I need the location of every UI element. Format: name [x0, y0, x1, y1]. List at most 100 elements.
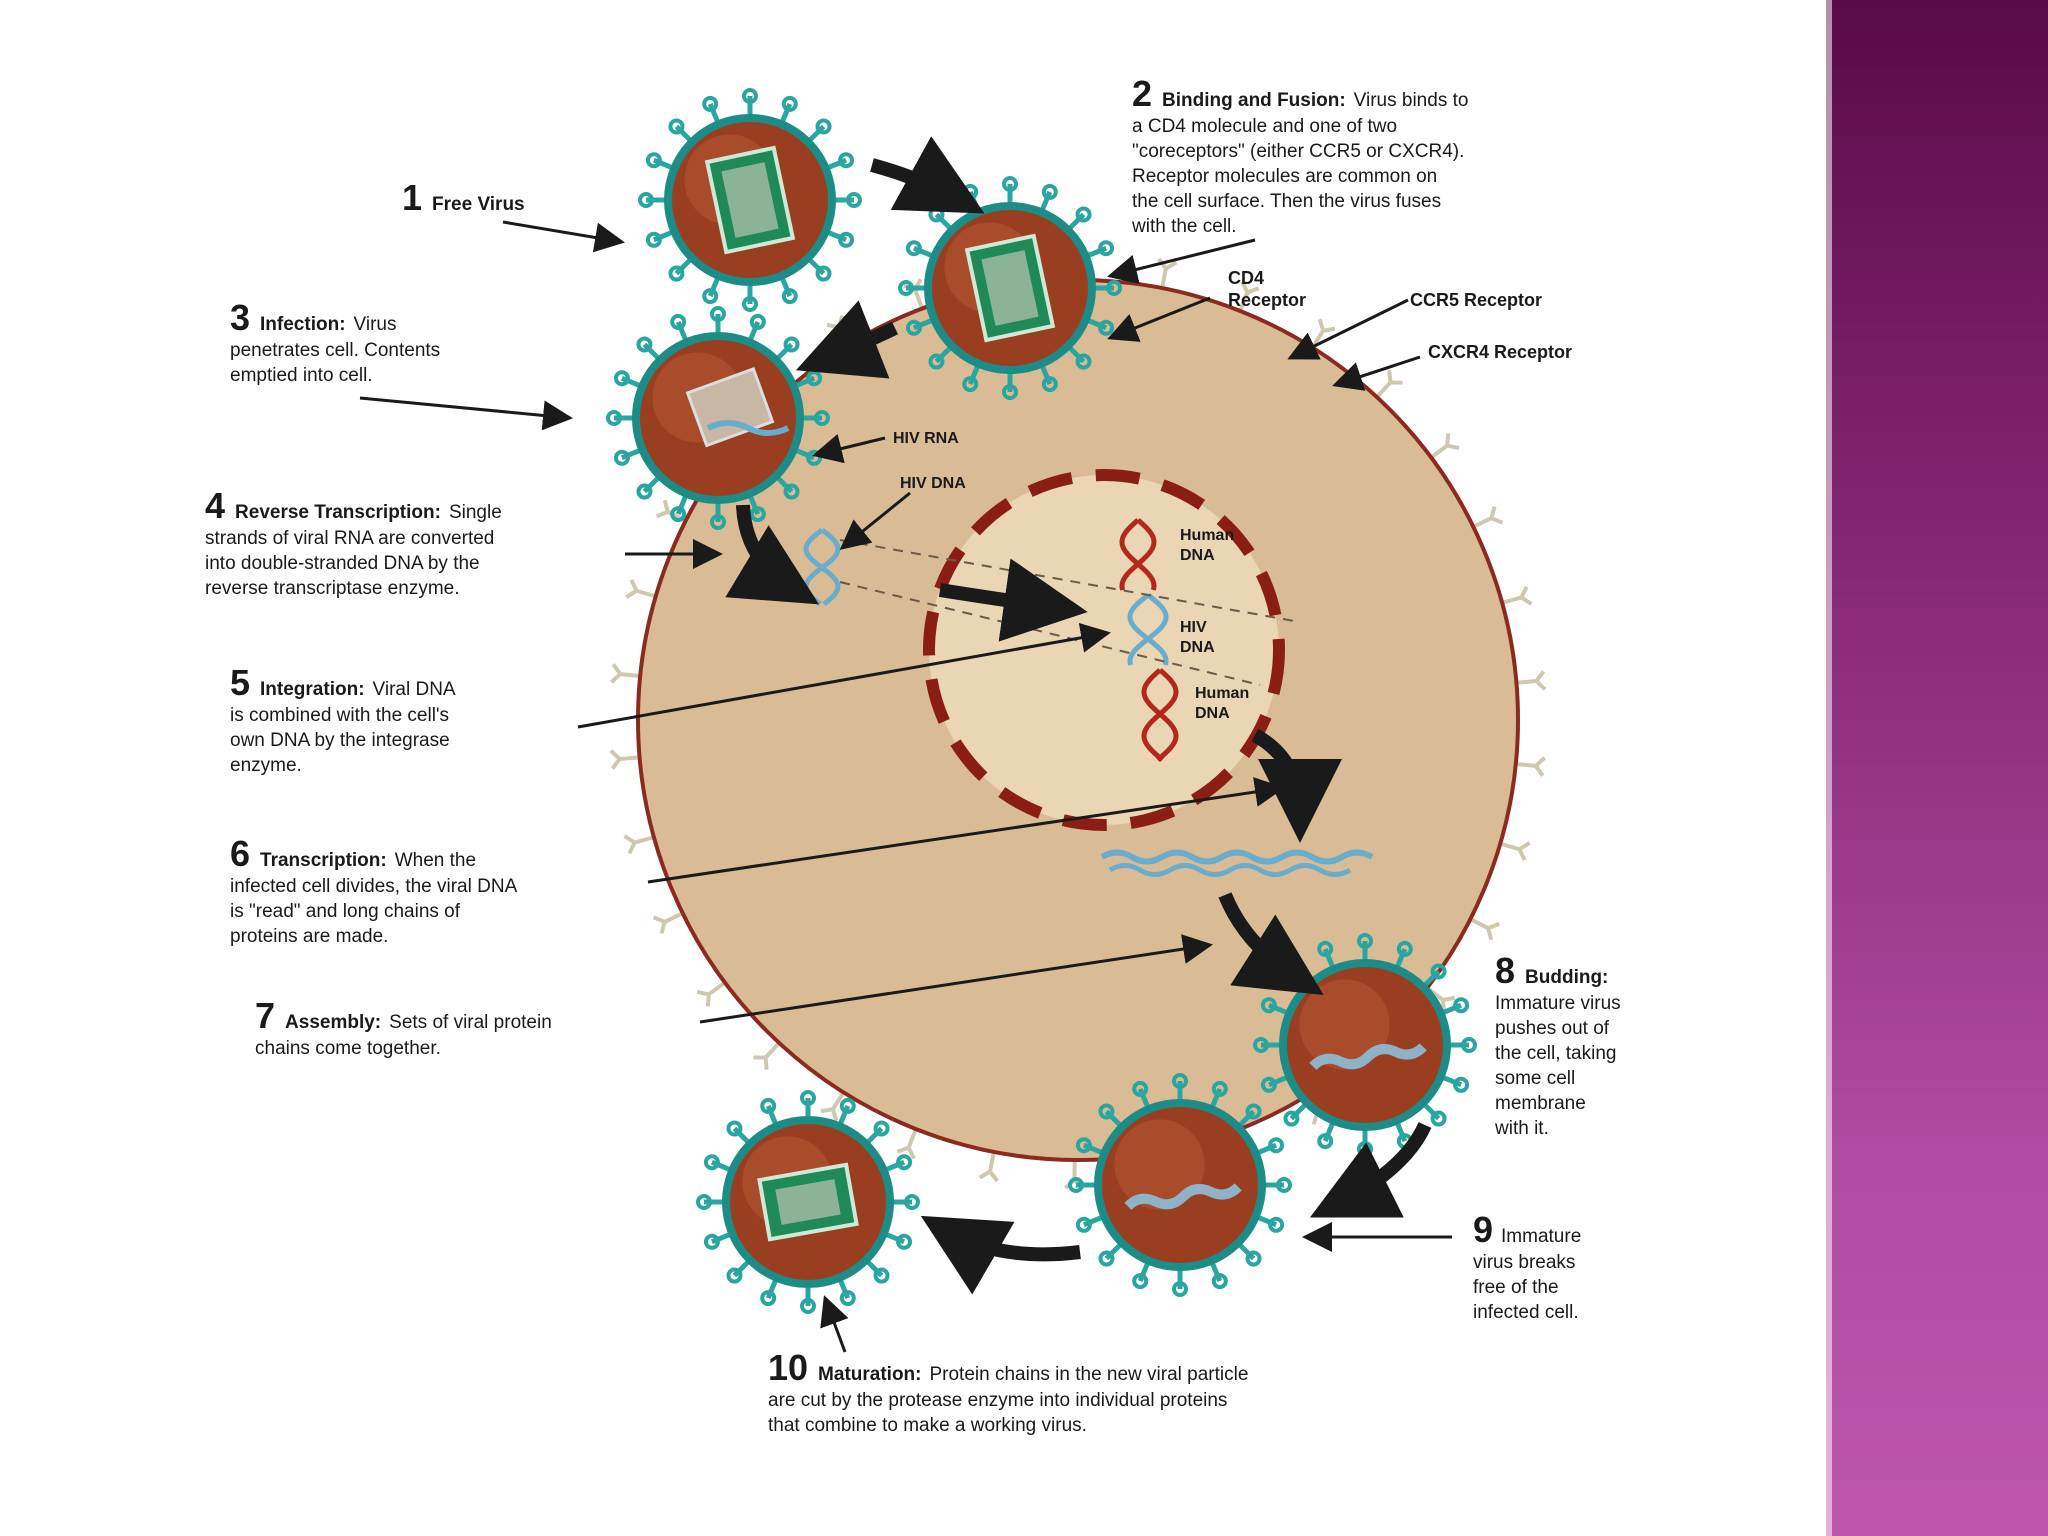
mrna-transcript-2	[1108, 863, 1352, 877]
step-5-heading: 5 Integration: Viral DNA	[230, 662, 456, 703]
binding-virus-2	[898, 176, 1122, 400]
virus-particles	[606, 88, 1477, 1314]
receptor-icon	[1426, 433, 1460, 462]
step-9-line: infected cell.	[1473, 1302, 1579, 1323]
mrna-transcript	[1100, 849, 1374, 865]
pointer-hiv-rna	[812, 434, 886, 464]
step-title: Maturation:	[818, 1364, 921, 1385]
step-text-first: When the	[395, 850, 476, 871]
budding-virus-8	[1253, 933, 1477, 1157]
step-text-first: Viral DNA	[373, 679, 456, 700]
step-number: 1	[402, 177, 422, 218]
step-10-line: that combine to make a working virus.	[768, 1415, 1087, 1436]
receptor-icon	[753, 1038, 784, 1070]
step-8-line: some cell	[1495, 1068, 1575, 1089]
step-3-line: penetrates cell. Contents	[230, 340, 440, 361]
hiv-dna-label-mid-1: HIV	[1180, 619, 1207, 636]
step-text-first: Virus binds to	[1354, 90, 1469, 111]
infecting-virus-3	[606, 306, 830, 530]
decorative-side-bar	[1826, 0, 2048, 1536]
guide-line-upper	[839, 539, 1301, 623]
step-9-heading: 9 Immature	[1473, 1209, 1581, 1250]
step-4-reverse-transcription: 4 Reverse Transcription: Single strands of …	[205, 485, 502, 599]
step-number: 3	[230, 297, 250, 338]
step-10-maturation: 10 Maturation: Protein chains in the new v…	[768, 1347, 1248, 1436]
cycle-arrows	[725, 136, 1432, 1295]
side-bar-edge	[1826, 0, 1832, 1536]
pointer-hiv-dna	[839, 491, 911, 550]
step-number: 4	[205, 485, 225, 526]
step-10-line: are cut by the protease enzyme into indi…	[768, 1390, 1227, 1411]
structure-labels: CD4 Receptor CCR5 Receptor CXCR4 Recepto…	[893, 268, 1572, 722]
step-title: Reverse Transcription:	[235, 502, 441, 523]
step-2-binding-fusion: 2 Binding and Fusion: Virus binds to a CD4 …	[1131, 73, 1468, 237]
arrow-3-to-4	[725, 504, 820, 605]
step-text-first: Sets of viral protein	[389, 1012, 552, 1033]
human-dna-helix-top	[1119, 518, 1157, 591]
step-number: 7	[255, 995, 275, 1036]
human-dna-label-bottom-2: DNA	[1195, 705, 1230, 722]
step-text-first: Protein chains in the new viral particle	[929, 1364, 1248, 1385]
human-dna-helix-bottom	[1141, 668, 1179, 762]
step-8-line: with it.	[1494, 1118, 1549, 1139]
immature-virus-9	[1068, 1073, 1292, 1297]
step-number: 5	[230, 662, 250, 703]
step-text-first: Single	[449, 502, 502, 523]
dna-helices	[1119, 518, 1179, 762]
arrow-6-to-7	[1218, 892, 1324, 996]
pointer-maturation	[820, 1295, 849, 1353]
free-virus-1	[638, 88, 862, 312]
step-number: 9	[1473, 1209, 1493, 1250]
step-9-line: virus breaks	[1473, 1252, 1575, 1273]
pointer-transcription	[647, 777, 1285, 884]
step-title: Binding and Fusion:	[1162, 90, 1346, 111]
step-8-line: the cell, taking	[1495, 1043, 1616, 1064]
step-2-heading: 2 Binding and Fusion: Virus binds to	[1132, 73, 1468, 114]
step-title: Integration:	[260, 679, 365, 700]
pointer-binding	[1107, 238, 1256, 285]
cd4-receptor-label-line2: Receptor	[1228, 290, 1306, 310]
step-text-first: Virus	[354, 314, 397, 335]
step-title: Budding:	[1525, 967, 1608, 988]
arrow-2-to-3	[795, 300, 899, 379]
pointer-arrows	[359, 220, 1452, 1353]
step-2-line: with the cell.	[1131, 216, 1237, 237]
step-4-line: strands of viral RNA are converted	[205, 528, 494, 549]
arrow-1-to-2	[870, 136, 985, 214]
step-3-line: emptied into cell.	[230, 365, 373, 386]
step-5-line: enzyme.	[230, 755, 302, 776]
step-number: 10	[768, 1347, 808, 1388]
arrow-5-to-6	[1251, 728, 1342, 843]
step-6-line: is "read" and long chains of	[230, 901, 461, 922]
step-6-heading: 6 Transcription: When the	[230, 833, 476, 874]
step-8-line: membrane	[1495, 1093, 1586, 1114]
step-2-line: a CD4 molecule and one of two	[1132, 116, 1397, 137]
pointer-free-virus	[502, 220, 625, 253]
step-text-first: Immature	[1501, 1226, 1581, 1247]
mature-virus-10	[696, 1090, 920, 1314]
hiv-dna-label-mid-2: DNA	[1180, 639, 1215, 656]
step-9-line: free of the	[1473, 1277, 1559, 1298]
step-number: 2	[1132, 73, 1152, 114]
hiv-dna-helix	[1127, 593, 1169, 666]
pointer-cxcr4	[1332, 355, 1421, 391]
cxcr4-receptor-label: CXCR4 Receptor	[1428, 342, 1572, 362]
human-dna-label-top-2: DNA	[1180, 547, 1215, 564]
step-10-heading: 10 Maturation: Protein chains in the new v…	[768, 1347, 1248, 1388]
pointer-cd4	[1107, 296, 1211, 342]
human-dna-label-bottom-1: Human	[1195, 685, 1249, 702]
arrow-4-to-5	[938, 558, 1088, 642]
cd4-receptor-label-line1: CD4	[1228, 268, 1264, 288]
step-title: Transcription:	[260, 850, 387, 871]
step-number: 6	[230, 833, 250, 874]
